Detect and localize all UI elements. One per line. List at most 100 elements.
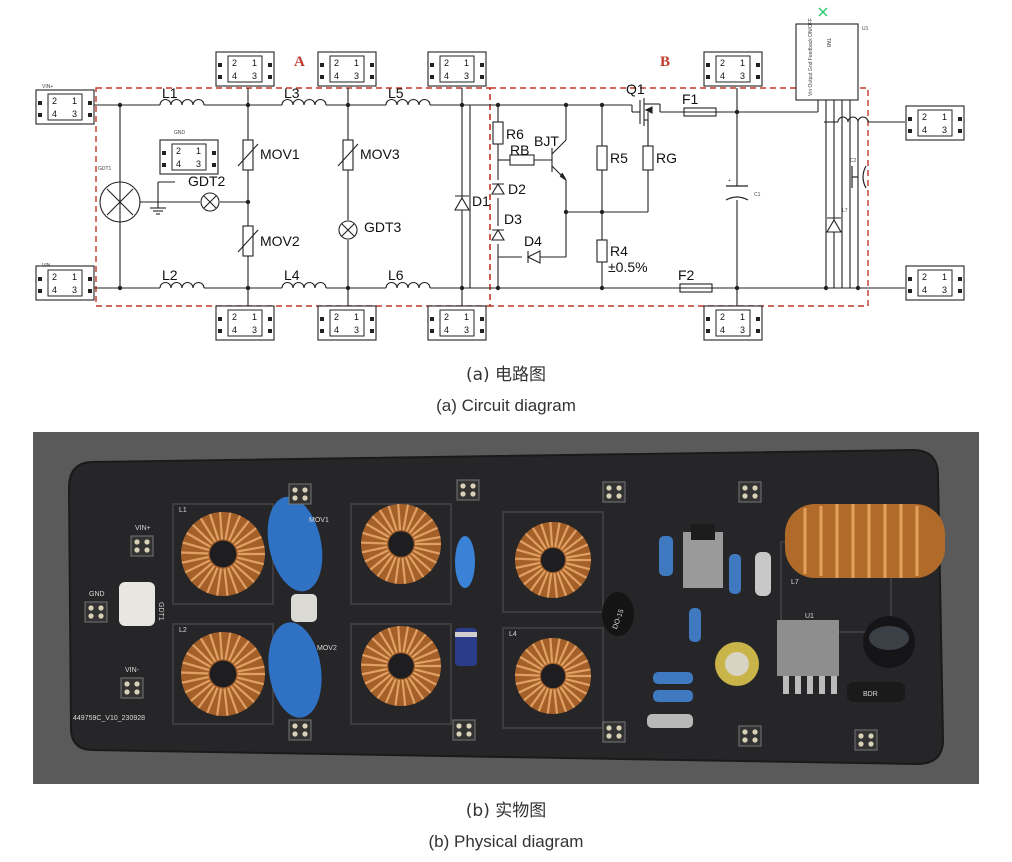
- connector-pin-label: 4: [334, 325, 339, 335]
- label-mov2: MOV2: [260, 233, 300, 249]
- label-f2: F2: [678, 267, 695, 283]
- connector-pin-label: 2: [176, 146, 181, 156]
- u1-pin-labels: Vin Output Gnd Feedback ON/OFF: [808, 18, 814, 96]
- toroid-inductor-part: [180, 632, 265, 716]
- pcb-photo: DO-15 U1 BDR VIN+ VIN- GND L1 L2 L4 L7 M…: [33, 432, 979, 784]
- circuit-diagram: A B: [35, 7, 965, 341]
- label-r6: R6: [506, 126, 524, 142]
- diode-d3: [491, 228, 505, 241]
- label-l3: L3: [284, 85, 300, 101]
- header-pins-part: [456, 479, 480, 501]
- vin-plus-label: VIN+: [42, 84, 53, 90]
- label-rb: RB: [510, 142, 529, 158]
- diode2-mark: BDR: [863, 691, 878, 698]
- header-pins-part: [288, 719, 312, 741]
- label-r4: R4: [610, 243, 628, 259]
- connector-pin-label: 4: [720, 325, 725, 335]
- connector-pin-label: 1: [354, 58, 359, 68]
- silk-l7: L7: [791, 579, 799, 586]
- label-d2: D2: [508, 181, 526, 197]
- resistor-rg: [642, 145, 654, 171]
- connector-pin-label: 4: [922, 285, 927, 295]
- gnd-label: GND: [174, 130, 186, 136]
- resistor-rb: [509, 154, 535, 166]
- label-l5: L5: [388, 85, 404, 101]
- caption-b-cn: (b) 实物图: [465, 801, 547, 821]
- silk-vin-plus: VIN+: [135, 525, 151, 532]
- connector-pin-label: 2: [444, 312, 449, 322]
- connector-pin-label: 1: [464, 58, 469, 68]
- zone-a-label: A: [294, 54, 305, 70]
- header-pins-part: [130, 535, 154, 557]
- l7-label: L7: [842, 208, 848, 214]
- header-pins-part: [854, 729, 878, 751]
- diode-d4: [526, 250, 541, 264]
- silk-board-id: 449759C_V10_230928: [73, 715, 145, 722]
- mov2-part: [268, 622, 322, 718]
- connector-pin-label: 3: [252, 71, 257, 81]
- toroid-inductor-part: [360, 626, 441, 706]
- label-d4: D4: [524, 233, 542, 249]
- inductor-l4: [281, 282, 327, 289]
- label-l2: L2: [162, 267, 178, 283]
- gdt1-label: GDT1: [98, 166, 112, 172]
- resistor-r6: [492, 121, 504, 145]
- silk-mov2: MOV2: [317, 645, 337, 652]
- connector-pin-label: 3: [740, 71, 745, 81]
- header-pins-part: [120, 677, 144, 699]
- label-r4-tolerance: ±0.5%: [608, 259, 648, 275]
- connector-pin-label: 4: [922, 125, 927, 135]
- mov1-part: [267, 496, 323, 592]
- capacitor-c1: +: [725, 178, 749, 201]
- toroid-inductor-part: [514, 638, 591, 714]
- header-pins-part: [84, 601, 108, 623]
- gdt1-part: [119, 582, 155, 626]
- regulator-u1: [795, 23, 859, 101]
- connector-pin-label: 3: [72, 285, 77, 295]
- label-gdt2: GDT2: [188, 173, 226, 189]
- connector-pin-label: 3: [354, 325, 359, 335]
- silk-vin-minus: VIN-: [125, 667, 140, 674]
- connector-pin-label: 4: [720, 71, 725, 81]
- connector-pin-label: 1: [354, 312, 359, 322]
- silk-l2: L2: [179, 627, 187, 634]
- connector-pin-label: 4: [232, 71, 237, 81]
- u1-silk: U1: [805, 613, 814, 620]
- connector-pin-label: 2: [52, 272, 57, 282]
- connector-pin-label: 1: [252, 58, 257, 68]
- label-r5: R5: [610, 150, 628, 166]
- label-f1: F1: [682, 91, 699, 107]
- connector-pin-label: 3: [252, 325, 257, 335]
- connector-pin-label: 1: [464, 312, 469, 322]
- toroid-inductor-part: [514, 522, 591, 598]
- connector-pin-label: 2: [232, 312, 237, 322]
- bjt-symbol: [551, 139, 567, 181]
- pcb-board: [67, 448, 945, 766]
- label-mov3: MOV3: [360, 146, 400, 162]
- output-inductor-part: [785, 504, 945, 578]
- c2-label: C2: [850, 158, 857, 164]
- inductor-l7: [837, 116, 869, 123]
- connector-pin-label: 3: [464, 325, 469, 335]
- connector-pin-label: 4: [334, 71, 339, 81]
- silk-mov1: MOV1: [309, 517, 329, 524]
- header-pins-part: [602, 481, 626, 503]
- connector-pin-label: 4: [444, 71, 449, 81]
- inductor-l2: [159, 282, 205, 289]
- connector-pin-label: 1: [740, 58, 745, 68]
- connector-pin-label: 2: [232, 58, 237, 68]
- connector-pin-label: 3: [740, 325, 745, 335]
- toroid-inductor-part: [180, 512, 265, 596]
- connector-pin-label: 3: [354, 71, 359, 81]
- diode-d2: [491, 182, 505, 195]
- caption-a-cn: (a) 电路图: [465, 365, 547, 385]
- zone-b-label: B: [660, 54, 670, 70]
- label-gdt3: GDT3: [364, 219, 402, 235]
